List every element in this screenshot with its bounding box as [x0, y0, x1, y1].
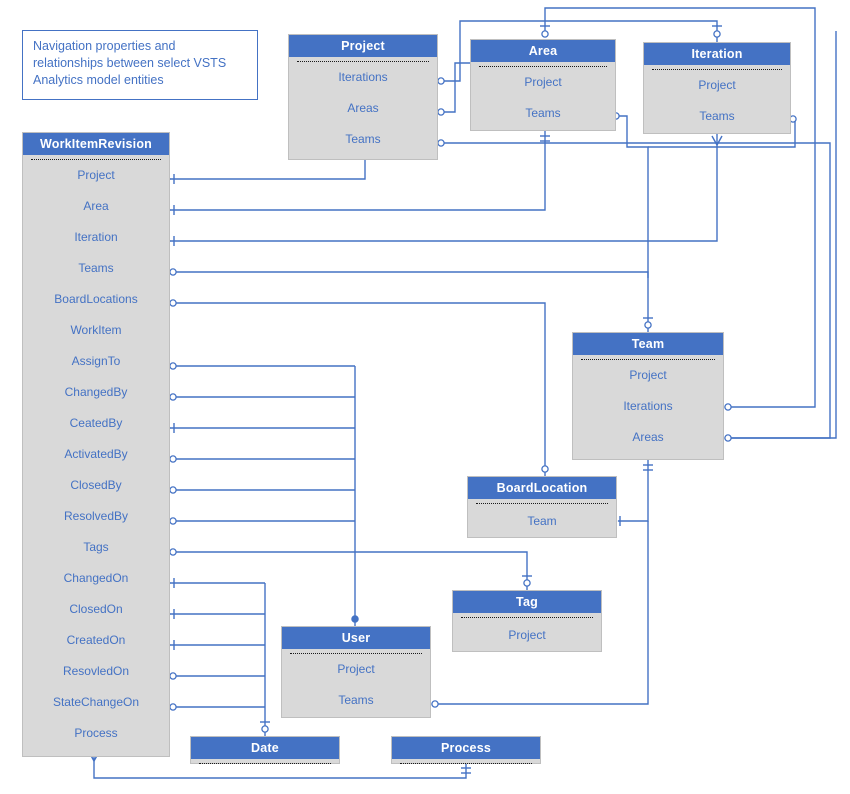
field-closedon[interactable]: ClosedOn — [69, 602, 123, 616]
entity-tag[interactable]: Tag Project — [452, 590, 602, 652]
header-separator — [199, 763, 331, 764]
field-ceatedby[interactable]: CeatedBy — [69, 416, 123, 430]
entity-fields-team: Project Iterations Areas — [573, 360, 723, 453]
entity-title-workitemrevision: WorkItemRevision — [23, 133, 169, 155]
entity-fields-boardlocation: Team — [468, 504, 616, 538]
field-iterations[interactable]: Iterations — [623, 399, 673, 413]
entity-title-tag: Tag — [453, 591, 601, 613]
entity-fields-workitemrevision: Project Area Iteration Teams BoardLocati… — [23, 160, 169, 749]
entity-fields-iteration: Project Teams — [644, 70, 790, 132]
field-project[interactable]: Project — [524, 75, 562, 89]
field-changedby[interactable]: ChangedBy — [64, 385, 128, 399]
entity-title-boardlocation: BoardLocation — [468, 477, 616, 499]
field-workitem[interactable]: WorkItem — [70, 323, 122, 337]
entity-date[interactable]: Date — [190, 736, 340, 764]
entity-area[interactable]: Area Project Teams — [470, 39, 616, 131]
entity-user[interactable]: User Project Teams — [281, 626, 431, 718]
entity-title-process: Process — [392, 737, 540, 759]
field-boardlocations[interactable]: BoardLocations — [54, 292, 138, 306]
field-project[interactable]: Project — [698, 78, 736, 92]
field-statechangeon[interactable]: StateChangeOn — [52, 695, 140, 709]
entity-title-iteration: Iteration — [644, 43, 790, 65]
header-separator — [297, 61, 429, 62]
entity-title-project: Project — [289, 35, 437, 57]
entity-fields-project: Iterations Areas Teams — [289, 62, 437, 155]
field-tags[interactable]: Tags — [83, 540, 109, 554]
field-resolvedby[interactable]: ResolvedBy — [63, 509, 129, 523]
entity-title-user: User — [282, 627, 430, 649]
wire-boardlocation-team — [618, 460, 649, 522]
wire-wir-boardlocations — [170, 302, 546, 476]
legend-note: Navigation properties and relationships … — [22, 30, 258, 100]
entity-iteration[interactable]: Iteration Project Teams — [643, 42, 791, 134]
field-teams[interactable]: Teams — [345, 132, 381, 146]
field-project[interactable]: Project — [508, 628, 546, 642]
field-teams[interactable]: Teams — [525, 106, 561, 120]
field-resovledon[interactable]: ResovledOn — [62, 664, 130, 678]
entity-workitemrevision[interactable]: WorkItemRevision Project Area Iteration … — [22, 132, 170, 757]
field-areas[interactable]: Areas — [632, 430, 664, 444]
wire-wir-tags — [170, 551, 528, 590]
field-assignto[interactable]: AssignTo — [71, 354, 121, 368]
entity-boardlocation[interactable]: BoardLocation Team — [467, 476, 617, 538]
entity-title-date: Date — [191, 737, 339, 759]
field-closedby[interactable]: ClosedBy — [70, 478, 122, 492]
wire-wir-project — [170, 160, 366, 180]
header-separator — [400, 763, 532, 764]
field-project[interactable]: Project — [337, 662, 375, 676]
entity-title-team: Team — [573, 333, 723, 355]
field-areas[interactable]: Areas — [347, 101, 379, 115]
entity-process[interactable]: Process — [391, 736, 541, 764]
field-teams[interactable]: Teams — [338, 693, 374, 707]
entity-project[interactable]: Project Iterations Areas Teams — [288, 34, 438, 160]
entity-fields-area: Project Teams — [471, 67, 615, 129]
header-separator — [290, 653, 422, 654]
field-activatedby[interactable]: ActivatedBy — [64, 447, 128, 461]
field-teams[interactable]: Teams — [699, 109, 735, 123]
field-teams[interactable]: Teams — [78, 261, 114, 275]
field-project[interactable]: Project — [629, 368, 667, 382]
field-iterations[interactable]: Iterations — [338, 70, 388, 84]
wire-wir-teams — [170, 271, 649, 333]
field-iteration[interactable]: Iteration — [74, 230, 118, 244]
entity-fields-tag: Project — [453, 618, 601, 652]
field-process[interactable]: Process — [74, 726, 118, 740]
field-createdon[interactable]: CreatedOn — [66, 633, 126, 647]
field-changedon[interactable]: ChangedOn — [63, 571, 129, 585]
entity-fields-user: Project Teams — [282, 654, 430, 716]
header-separator — [31, 159, 161, 160]
wire-wir-iteration — [170, 131, 718, 242]
field-project[interactable]: Project — [77, 168, 115, 182]
field-team[interactable]: Team — [527, 514, 557, 528]
header-separator — [476, 503, 608, 504]
wire-area-teams — [613, 115, 649, 278]
entity-title-area: Area — [471, 40, 615, 62]
field-area[interactable]: Area — [83, 199, 109, 213]
entity-team[interactable]: Team Project Iterations Areas — [572, 332, 724, 460]
